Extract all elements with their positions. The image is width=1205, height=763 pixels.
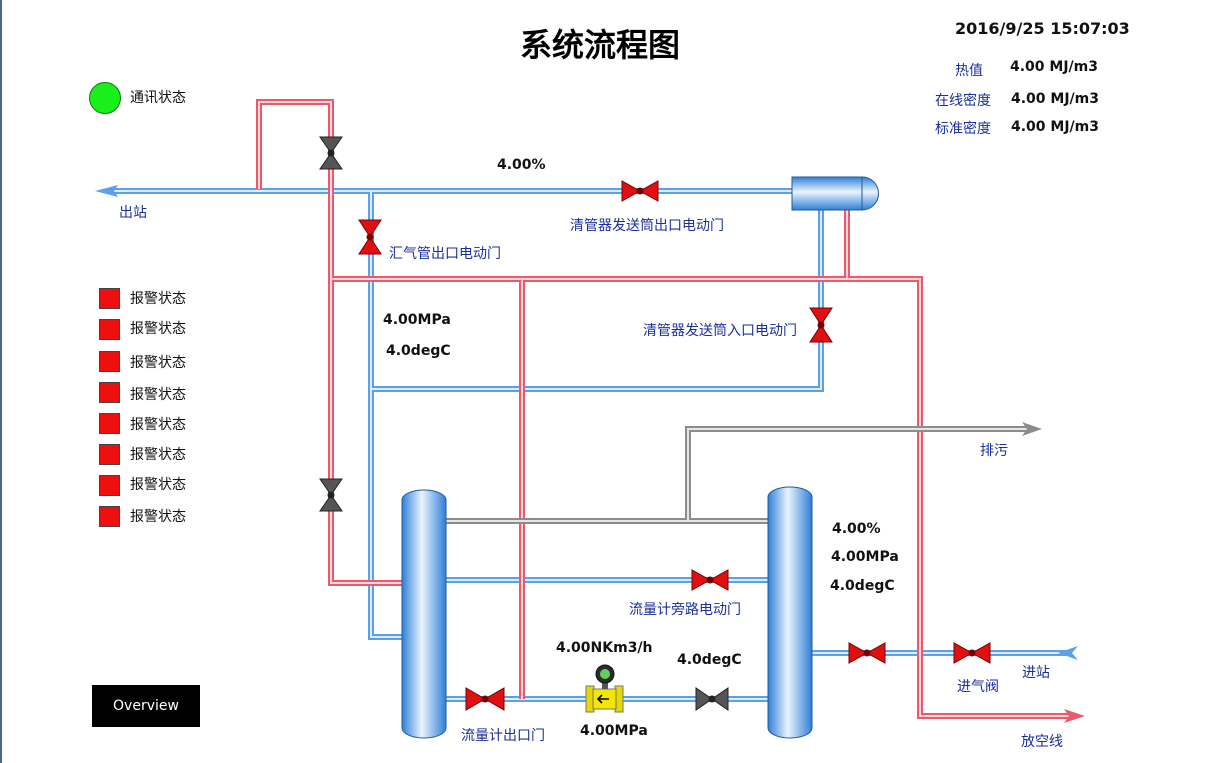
- metric-label-heat-value: 热值: [955, 63, 983, 79]
- reading-pressure-left: 4.00MPa: [383, 312, 451, 328]
- overview-button[interactable]: Overview: [92, 685, 200, 727]
- alarm-label: 报警状态: [130, 447, 186, 463]
- metric-value-heat-value: 4.00 MJ/m3: [1010, 59, 1098, 75]
- vent-label: 放空线: [1021, 734, 1063, 750]
- alarm-indicator: [99, 413, 120, 434]
- alarm-label: 报警状态: [130, 321, 186, 337]
- reading-flow-temp: 4.0degC: [677, 652, 742, 668]
- meter-outlet-valve-label: 流量计出口门: [461, 728, 545, 744]
- meter-outlet-valve[interactable]: [465, 687, 505, 711]
- inlet-valve-label: 进气阀: [957, 679, 999, 695]
- gray-pipes: [446, 422, 1042, 524]
- reading-right-pressure: 4.00MPa: [831, 549, 899, 565]
- meter-bypass-valve-label: 流量计旁路电动门: [629, 602, 741, 618]
- metric-label-online-density: 在线密度: [935, 93, 991, 109]
- alarm-label: 报警状态: [130, 291, 186, 307]
- separator-right: [767, 486, 813, 739]
- inlet-shutoff-valve[interactable]: [848, 642, 886, 664]
- metric-label-standard-density: 标准密度: [935, 121, 991, 137]
- gray-valve-mid[interactable]: [319, 478, 343, 512]
- datetime: 2016/9/25 15:07:03: [955, 19, 1130, 38]
- reading-flow-pressure: 4.00MPa: [580, 723, 648, 739]
- alarm-label: 报警状态: [130, 355, 186, 371]
- meter-bypass-valve[interactable]: [691, 569, 729, 591]
- alarm-indicator: [99, 444, 120, 465]
- inlet-valve[interactable]: [953, 642, 991, 664]
- alarm-label: 报警状态: [130, 417, 186, 433]
- pig-launcher-inlet-valve[interactable]: [809, 307, 833, 343]
- alarm-indicator: [99, 475, 120, 496]
- alarm-label: 报警状态: [130, 509, 186, 525]
- alarm-indicator: [99, 382, 120, 403]
- reading-flow: 4.00NKm3/h: [556, 640, 653, 656]
- alarm-label: 报警状态: [130, 477, 186, 493]
- pig-launcher-outlet-valve-label: 清管器发送筒出口电动门: [570, 218, 724, 234]
- reading-right-temp: 4.0degC: [830, 578, 895, 594]
- comm-status-label: 通讯状态: [130, 90, 186, 106]
- flow-meter[interactable]: [585, 664, 624, 713]
- pig-launcher-drum: [791, 176, 879, 211]
- page-title: 系统流程图: [520, 26, 681, 64]
- gray-valve-bottom[interactable]: [695, 687, 729, 711]
- reading-right-percent: 4.00%: [832, 521, 881, 537]
- pig-launcher-inlet-valve-label: 清管器发送筒入口电动门: [643, 323, 797, 339]
- header-outlet-valve[interactable]: [358, 219, 382, 255]
- separator-left: [401, 489, 447, 739]
- inlet-label: 进站: [1022, 665, 1050, 681]
- metric-value-standard-density: 4.00 MJ/m3: [1011, 119, 1099, 135]
- alarm-indicator: [99, 319, 120, 340]
- alarm-indicator: [99, 506, 120, 527]
- alarm-indicator: [99, 351, 120, 372]
- red-pipes: [256, 99, 1085, 723]
- reading-top-percent: 4.00%: [497, 157, 546, 173]
- pig-launcher-outlet-valve[interactable]: [621, 180, 659, 202]
- outlet-label: 出站: [119, 205, 147, 221]
- metric-value-online-density: 4.00 MJ/m3: [1011, 91, 1099, 107]
- comm-status-indicator: [89, 82, 121, 114]
- header-outlet-valve-label: 汇气管出口电动门: [389, 246, 501, 262]
- blue-pipes: [95, 185, 1078, 702]
- alarm-label: 报警状态: [130, 387, 186, 403]
- reading-temp-left: 4.0degC: [386, 343, 451, 359]
- drain-label: 排污: [980, 443, 1008, 459]
- alarm-indicator: [99, 288, 120, 309]
- gray-valve-top[interactable]: [319, 136, 343, 170]
